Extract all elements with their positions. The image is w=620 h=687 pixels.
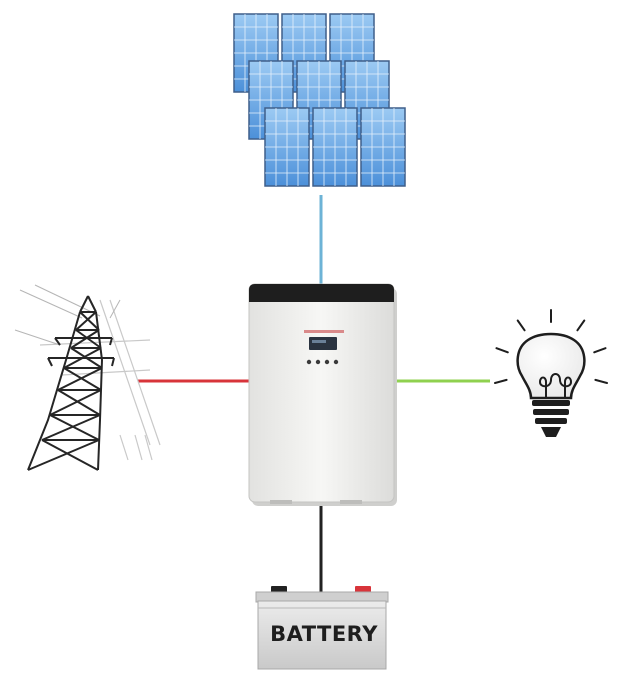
solar-panel	[312, 107, 358, 187]
bulb-ray	[495, 347, 509, 354]
connection-lines	[138, 195, 490, 592]
bulb-ray	[593, 347, 607, 354]
bulb-base	[532, 400, 570, 406]
battery-body	[257, 600, 387, 670]
battery-label: BATTERY	[270, 622, 378, 646]
bulb-glass	[516, 332, 586, 400]
bulb-ray	[594, 378, 608, 384]
power-pylon-icon	[14, 284, 161, 471]
inverter-foot	[270, 500, 292, 504]
pylon-lattice	[27, 295, 115, 471]
bulb-base	[535, 418, 567, 424]
bulb-ray	[494, 378, 508, 384]
inverter-buttons	[306, 359, 339, 365]
inverter-button	[333, 359, 339, 365]
inverter-body	[248, 283, 395, 503]
pylon-wires	[14, 284, 121, 346]
bulb-ray	[576, 319, 586, 332]
inverter-foot	[340, 500, 362, 504]
bulb-tip	[541, 427, 561, 437]
light-bulb-icon	[494, 309, 608, 437]
inverter-label-strip	[304, 330, 344, 333]
solar-panel-icon	[233, 13, 406, 187]
inverter-lcd-screen	[309, 337, 337, 350]
battery-icon: BATTERY	[255, 586, 389, 670]
hybrid-inverter-icon	[248, 283, 397, 506]
solar-panel	[264, 107, 310, 187]
bulb-ray	[516, 319, 526, 332]
inverter-button	[324, 359, 330, 365]
inverter-button	[306, 359, 312, 365]
inverter-lcd-glare	[312, 340, 326, 343]
bulb-rays	[494, 309, 608, 384]
inverter-button	[315, 359, 321, 365]
solar-panel	[360, 107, 406, 187]
inverter-top-cap	[249, 284, 394, 302]
bulb-base	[533, 409, 569, 415]
bulb-filament	[538, 373, 573, 398]
